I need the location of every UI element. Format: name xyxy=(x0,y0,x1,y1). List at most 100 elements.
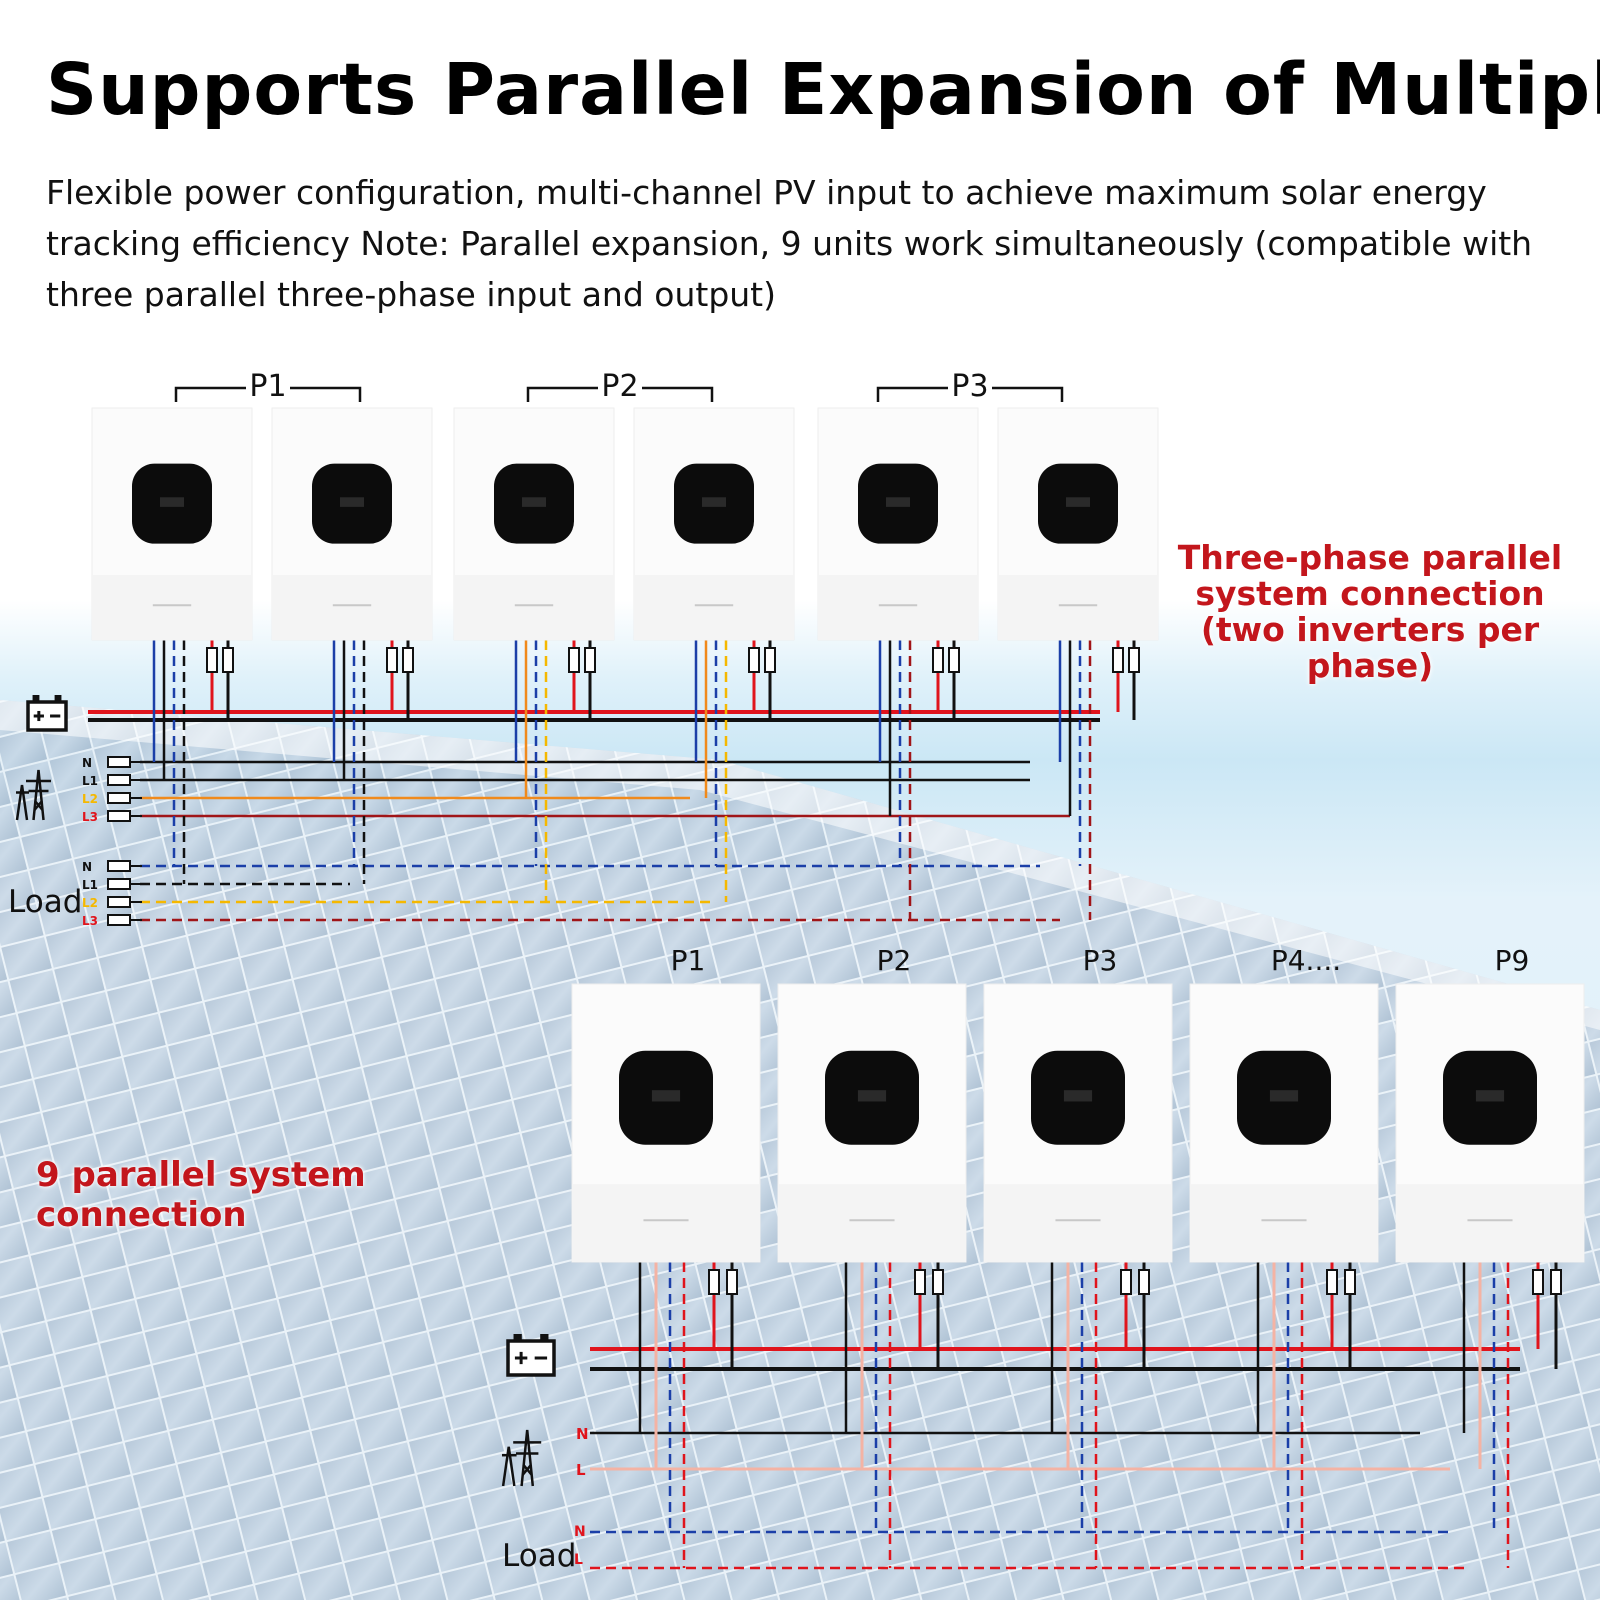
terminal-block xyxy=(107,774,131,786)
inverter-screen-detail xyxy=(702,497,726,507)
terminal-block xyxy=(107,914,131,926)
inverter-screen-detail xyxy=(1063,1090,1093,1102)
battery-terminal xyxy=(513,1334,522,1341)
load-terminal xyxy=(107,914,142,926)
pv-connector xyxy=(932,640,944,695)
pv-connector xyxy=(914,1262,926,1317)
group-bracket-left xyxy=(876,386,948,402)
pv-connector-plug xyxy=(932,647,944,673)
three-phase-caption-line: (two inverters per phase) xyxy=(1200,610,1540,685)
load-line-label: L2 xyxy=(82,896,98,910)
pv-connector xyxy=(764,640,776,695)
pv-connector-plug xyxy=(1532,1269,1544,1295)
grid-terminal xyxy=(107,792,142,804)
pv-connector xyxy=(568,640,580,695)
pv-connector xyxy=(708,1262,720,1317)
load-line-label: L1 xyxy=(82,878,98,892)
pv-connector xyxy=(402,640,414,695)
pv-connector xyxy=(1550,1262,1562,1317)
inverter-lower-panel xyxy=(778,1184,966,1262)
load-line-label: L xyxy=(574,1552,583,1568)
unit-label: P2 xyxy=(877,944,912,977)
load-terminal xyxy=(107,860,142,872)
grid-line-label: L3 xyxy=(82,810,98,824)
inverter-screen-detail xyxy=(651,1090,681,1102)
grid-line-label: L2 xyxy=(82,792,98,806)
pv-connector-plug xyxy=(914,1269,926,1295)
terminal-block xyxy=(107,792,131,804)
load-terminal xyxy=(107,878,142,890)
inverter-screen-detail xyxy=(1475,1090,1505,1102)
battery-icon xyxy=(26,695,68,732)
pv-connector-plug xyxy=(708,1269,720,1295)
inverter-lower-panel xyxy=(1396,1184,1584,1262)
terminal-icons xyxy=(15,695,556,1487)
pv-connector-plug xyxy=(1138,1269,1150,1295)
inverter-screen-detail xyxy=(857,1090,887,1102)
load-terminal xyxy=(107,896,142,908)
tower-frame-small xyxy=(501,1446,516,1487)
load-line-label: N xyxy=(82,860,92,874)
group-bracket-left xyxy=(526,386,598,402)
pv-connector-plug xyxy=(748,647,760,673)
pv-connector xyxy=(1326,1262,1338,1317)
pv-connector-plug xyxy=(764,647,776,673)
three-phase-caption-line: Three-phase parallel xyxy=(1177,538,1563,577)
three-phase-caption: Three-phase parallel system connection (… xyxy=(1150,540,1590,684)
nine-parallel-caption: 9 parallel system connection xyxy=(36,1155,556,1235)
inverter-lower-panel xyxy=(572,1184,760,1262)
battery-terminal xyxy=(32,695,40,702)
group-label: P2 xyxy=(601,369,638,404)
grid-terminal xyxy=(107,810,142,822)
battery-terminal xyxy=(540,1334,549,1341)
inverter-lower-panel xyxy=(92,575,252,640)
pv-connector-plug xyxy=(1550,1269,1562,1295)
three-phase-inverters xyxy=(91,407,1159,641)
three-phase-wiring xyxy=(88,640,1140,926)
inverter-unit xyxy=(1189,983,1379,1263)
terminal-block xyxy=(107,860,131,872)
group-bracket-right xyxy=(290,386,362,402)
load-line-label: L3 xyxy=(82,914,98,928)
inverter-lower-panel xyxy=(634,575,794,640)
inverter-unit xyxy=(983,983,1173,1263)
power-tower-icon xyxy=(501,1429,542,1487)
pv-connector-plug xyxy=(568,647,580,673)
inverter-unit xyxy=(633,407,795,641)
pv-connector xyxy=(748,640,760,695)
pv-connector-plug xyxy=(206,647,218,673)
pv-connector xyxy=(584,640,596,695)
battery-icon xyxy=(506,1334,556,1377)
load-line-label: N xyxy=(574,1524,586,1540)
pv-connector-plug xyxy=(584,647,596,673)
nine-parallel-wiring xyxy=(590,1262,1562,1570)
inverter-lower-panel xyxy=(818,575,978,640)
battery-terminal xyxy=(54,695,62,702)
load-label: Load xyxy=(502,1538,576,1574)
pv-connector xyxy=(726,1262,738,1317)
inverter-unit xyxy=(271,407,433,641)
pv-connector xyxy=(948,640,960,695)
group-label: P3 xyxy=(951,369,988,404)
three-phase-caption-line: system connection xyxy=(1195,574,1545,613)
pv-connector-plug xyxy=(1344,1269,1356,1295)
terminal-block xyxy=(107,878,131,890)
pv-connector-plug xyxy=(1120,1269,1132,1295)
inverter-unit xyxy=(1395,983,1585,1263)
pv-connector xyxy=(932,1262,944,1317)
inverter-unit xyxy=(817,407,979,641)
inverter-lower-panel xyxy=(984,1184,1172,1262)
inverter-lower-panel xyxy=(998,575,1158,640)
pv-connector xyxy=(1128,640,1140,695)
pv-connector xyxy=(1112,640,1124,695)
tower-brace xyxy=(521,1463,533,1476)
pv-connector-plug xyxy=(948,647,960,673)
terminal-block xyxy=(107,756,131,768)
grid-line-label: N xyxy=(82,756,92,770)
inverter-screen-detail xyxy=(886,497,910,507)
nine-parallel-inverters xyxy=(571,983,1585,1263)
